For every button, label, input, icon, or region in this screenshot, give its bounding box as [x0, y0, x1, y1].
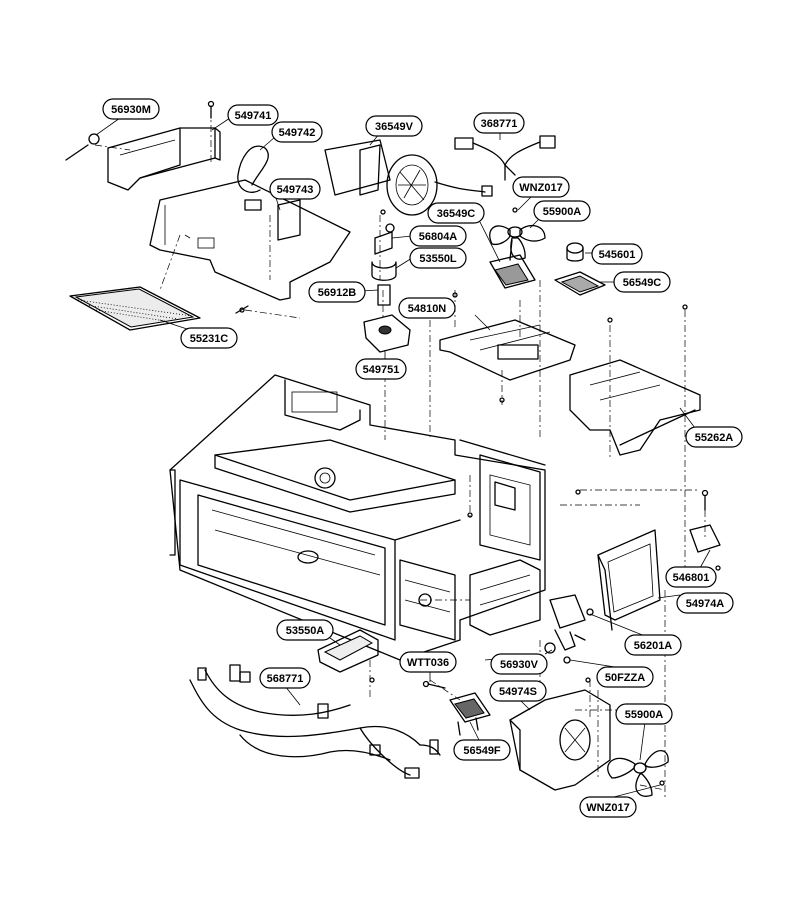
callout-54974A: 54974A [676, 592, 734, 614]
callout-54974S: 54974S [489, 680, 547, 702]
base-plate-549743 [149, 179, 351, 314]
callout-label: 545601 [599, 249, 636, 261]
callout-label: 56549C [623, 277, 662, 289]
callout-label: 56804A [419, 231, 458, 243]
callout-label: 54810N [408, 303, 447, 315]
harness-568771-bottom [189, 664, 441, 779]
thermostat-56930M [65, 100, 215, 161]
switch-546801 [689, 489, 721, 571]
callout-label: 549751 [363, 364, 400, 376]
callout-549741: 549741 [227, 104, 279, 126]
callout-549742: 549742 [271, 121, 323, 143]
main-chassis [169, 374, 581, 661]
callout-54810N: 54810N [398, 297, 456, 319]
callout-label: 55900A [625, 709, 664, 721]
filter-55231C [69, 286, 201, 331]
callout-53550L: 53550L [409, 247, 467, 269]
magnetron-area-56201A [549, 594, 594, 651]
callout-label: 50FZZA [605, 672, 645, 684]
callout-label: 368771 [481, 118, 518, 130]
callout-label: 54974A [686, 598, 725, 610]
blower-motor-36549V [324, 139, 493, 216]
duct-53550A [317, 629, 379, 683]
callout-56549C: 56549C [613, 271, 671, 293]
callout-549751: 549751 [355, 358, 407, 380]
wtt036-screw [422, 680, 446, 689]
callout-546801: 546801 [665, 566, 717, 588]
callout-368771: 368771 [473, 112, 525, 134]
motor-36549C [489, 239, 536, 289]
callout-WNZ017-top: WNZ017 [512, 176, 570, 198]
callout-WNZ017-bottom: WNZ017 [579, 796, 637, 818]
callout-53550A: 53550A [276, 619, 334, 641]
callout-label: 56930M [111, 104, 151, 116]
callout-55900A-bottom: 55900A [615, 703, 673, 725]
callout-label: 55900A [543, 206, 582, 218]
callout-56930M: 56930M [102, 98, 160, 120]
callout-label: 549742 [279, 127, 316, 139]
callout-label: 546801 [673, 572, 710, 584]
callout-label: 53550L [419, 253, 457, 265]
callout-55231C: 55231C [180, 327, 238, 349]
callout-label: 56549F [463, 745, 501, 757]
callout-label: 56201A [634, 640, 673, 652]
motor-56549F [449, 692, 491, 736]
callout-label: 549741 [235, 110, 272, 122]
callout-label: WNZ017 [519, 182, 562, 194]
callout-55900A-top: 55900A [533, 200, 591, 222]
callout-36549V: 36549V [365, 115, 423, 137]
callout-56930V: 56930V [490, 653, 548, 675]
duct-55262A [569, 304, 701, 456]
callout-label: WTT036 [407, 657, 449, 669]
callout-label: 36549C [437, 208, 476, 220]
panel-54974A [597, 529, 661, 631]
callout-56201A: 56201A [624, 634, 682, 656]
callout-label: 56930V [500, 659, 539, 671]
callout-50FZZA: 50FZZA [596, 666, 654, 688]
callout-label: 36549V [375, 121, 414, 133]
callout-549743: 549743 [269, 178, 321, 200]
callout-label: 55262A [695, 432, 734, 444]
callout-56549F: 56549F [453, 739, 511, 761]
top-bracket-549741 [107, 127, 221, 191]
callout-labels: 56930M 549741 549742 36549V 368771 54974… [102, 98, 743, 818]
wire-549742 [237, 145, 269, 211]
thermal-50FZZA [544, 642, 571, 664]
callout-WTT036: WTT036 [399, 651, 457, 673]
fan-55900A-top [489, 224, 546, 260]
fan-55900A-bottom [607, 749, 669, 797]
duct-parts-center [363, 209, 411, 353]
callout-568771: 568771 [259, 667, 311, 689]
callout-36549C: 36549C [427, 202, 485, 224]
callout-55262A: 55262A [685, 426, 743, 448]
callout-label: 53550A [286, 625, 325, 637]
callout-56912B: 56912B [308, 281, 366, 303]
motor-56549C [554, 242, 606, 296]
callout-label: 56912B [318, 287, 357, 299]
callout-label: 55231C [190, 333, 229, 345]
callout-label: 568771 [267, 673, 304, 685]
bracket-54810N [439, 292, 576, 403]
callout-label: 549743 [277, 184, 314, 196]
fan-housing-54974S [509, 677, 611, 791]
callout-545601: 545601 [591, 243, 643, 265]
leader-lines [95, 117, 711, 799]
harness-368771-top [454, 135, 556, 213]
callout-56804A: 56804A [409, 225, 467, 247]
callout-label: WNZ017 [586, 802, 629, 814]
callout-label: 54974S [499, 686, 537, 698]
